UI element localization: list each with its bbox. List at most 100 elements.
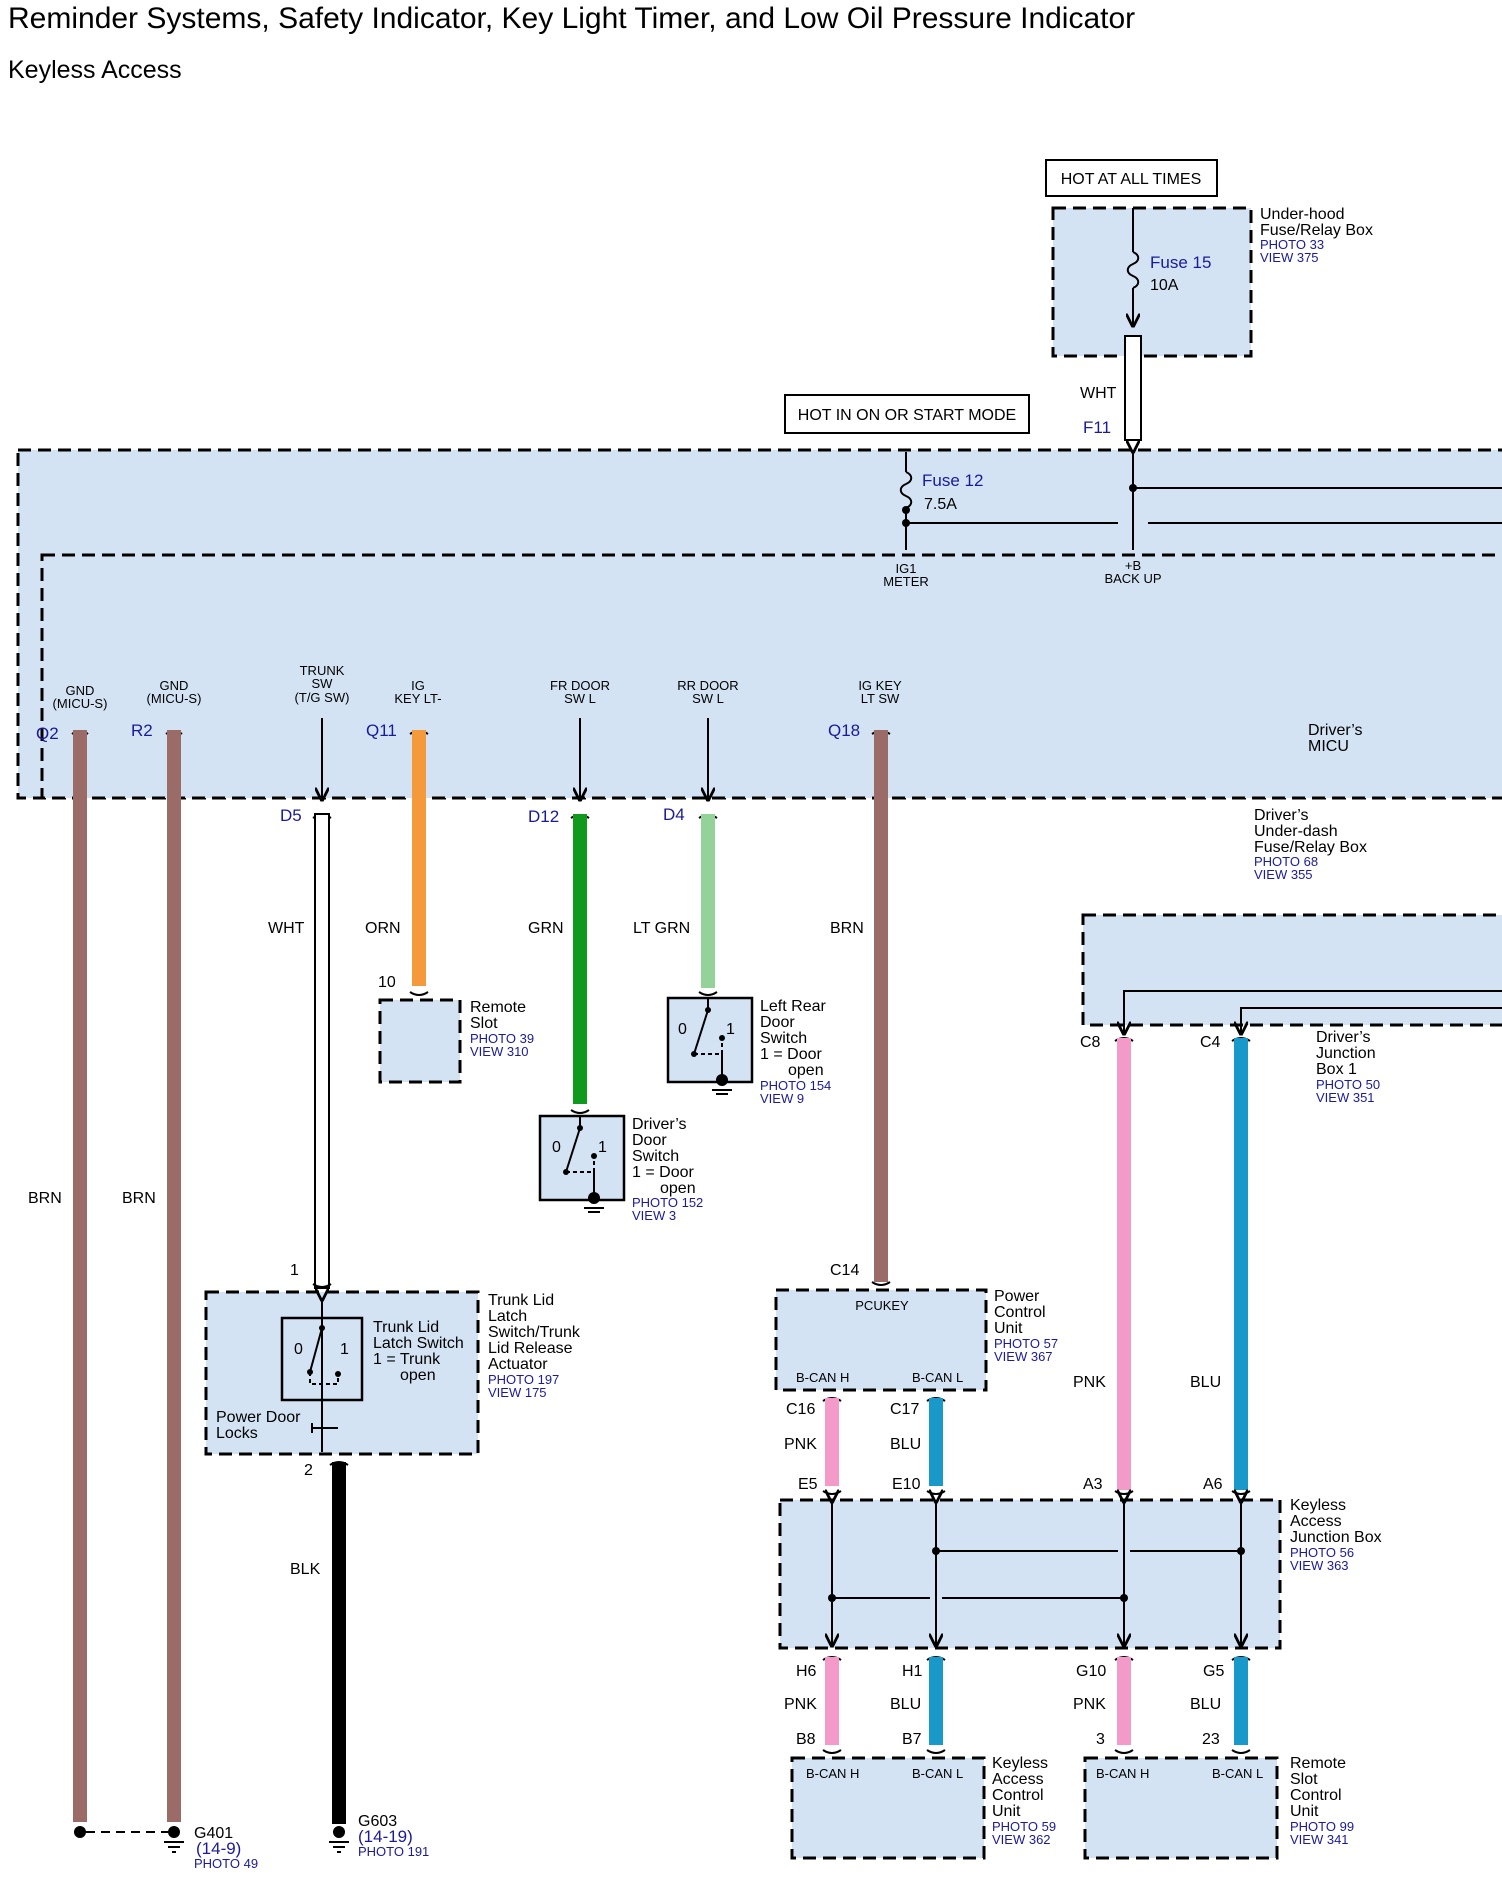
page-title: Reminder Systems, Safety Indicator, Key …	[8, 2, 1136, 35]
rscu-can-l: B-CAN L	[1212, 1766, 1263, 1781]
conn-h1: H1	[902, 1663, 923, 1680]
kajb-name-3: Junction Box	[1290, 1529, 1382, 1546]
micu-name-1: Driver’s	[1308, 722, 1363, 739]
wire-wht-f11	[1124, 335, 1142, 441]
rscu-pin-23: 23	[1202, 1731, 1220, 1748]
conn-f11: F11	[1083, 418, 1111, 437]
jb1-view: VIEW 351	[1316, 1090, 1375, 1105]
wire-blu-c4	[1234, 1038, 1248, 1490]
drivers-micu	[40, 553, 1502, 800]
pcu-can-l: B-CAN L	[912, 1370, 963, 1385]
wire-label-brn-q18: BRN	[830, 920, 864, 937]
g401-ref: (14-9)	[196, 1839, 241, 1858]
conn-e10: E10	[892, 1476, 921, 1493]
dd-photo: PHOTO 152	[632, 1195, 703, 1210]
wire-label-brn-q2: BRN	[28, 1190, 62, 1207]
remote-slot-pin: 10	[378, 974, 396, 991]
trunk-pdl-1: Power Door	[216, 1409, 301, 1426]
conn-c14: C14	[830, 1262, 859, 1279]
underdash-view: VIEW 355	[1254, 867, 1313, 882]
fuse-15-rating: 10A	[1150, 277, 1179, 294]
wire-label-pnk-c8: PNK	[1073, 1374, 1106, 1391]
fuse-12-rating: 7.5A	[924, 496, 957, 513]
g401-label: G401	[194, 1825, 233, 1842]
trunk-switch-0: 0	[294, 1341, 303, 1358]
trunk-sw-2: Latch Switch	[373, 1335, 464, 1352]
lr-switch-1: 1	[726, 1021, 735, 1038]
conn-d5: D5	[280, 806, 302, 825]
underdash-name-3: Fuse/Relay Box	[1254, 839, 1367, 856]
conn-b8: B8	[796, 1731, 816, 1748]
jb1-name-1: Driver’s	[1316, 1029, 1371, 1046]
conn-c4: C4	[1200, 1034, 1221, 1051]
conn-c8: C8	[1080, 1034, 1101, 1051]
kajb-name-1: Keyless	[1290, 1497, 1346, 1514]
wire-label-ltgrn: LT GRN	[633, 920, 690, 937]
kacu-name-4: Unit	[992, 1803, 1021, 1820]
conn-g5: G5	[1203, 1663, 1224, 1680]
ground-g401-icon	[168, 1826, 180, 1838]
lr-name-3: Switch	[760, 1030, 807, 1047]
remote-slot-name-2: Slot	[470, 1015, 498, 1032]
dd-switch-1: 1	[598, 1139, 607, 1156]
pin-rr-1: RR DOOR	[677, 678, 738, 693]
trunk-name-2: Latch	[488, 1308, 527, 1325]
pin-trunk-3: (T/G SW)	[295, 690, 350, 705]
underdash-name-1: Driver’s	[1254, 807, 1309, 824]
dd-switch-0: 0	[552, 1139, 561, 1156]
kacu-name-2: Access	[992, 1771, 1044, 1788]
kacu-name-1: Keyless	[992, 1755, 1048, 1772]
pin-gnd2-sub: (MICU-S)	[147, 691, 202, 706]
pin-ig-2: KEY LT-	[394, 691, 441, 706]
conn-g10: G10	[1076, 1663, 1106, 1680]
dd-name-2: Door	[632, 1132, 667, 1149]
rscu-pin-3: 3	[1096, 1731, 1105, 1748]
trunk-name-3: Switch/Trunk	[488, 1324, 581, 1341]
kacu-can-h: B-CAN H	[806, 1766, 859, 1781]
fuse-12-icon	[899, 471, 913, 509]
lr-name-2: Door	[760, 1014, 795, 1031]
g401-photo: PHOTO 49	[194, 1856, 258, 1871]
wire-label-blu-c17: BLU	[890, 1436, 921, 1453]
trunk-pin-1: 1	[290, 1262, 299, 1279]
underhood-photo: PHOTO 33	[1260, 237, 1324, 252]
remote-slot-photo: PHOTO 39	[470, 1031, 534, 1046]
drivers-junction-box-1	[1081, 913, 1502, 1027]
jb1-photo: PHOTO 50	[1316, 1077, 1380, 1092]
wire-label-grn: GRN	[528, 920, 564, 937]
remote-slot	[378, 998, 462, 1084]
g603-photo: PHOTO 191	[358, 1844, 429, 1859]
pin-fr-1: FR DOOR	[550, 678, 610, 693]
ig1-meter-label: METER	[883, 574, 929, 589]
pcu-pin-pcukey: PCUKEY	[855, 1298, 909, 1313]
jb1-name-3: Box 1	[1316, 1061, 1357, 1078]
fuse-15-icon	[1126, 251, 1140, 289]
power-control-unit	[774, 1288, 988, 1392]
page-subtitle: Keyless Access	[8, 56, 182, 84]
conn-c16: C16	[786, 1401, 815, 1418]
trunk-name-1: Trunk Lid	[488, 1292, 554, 1309]
trunk-pdl-2: Locks	[216, 1425, 258, 1442]
conn-q11: Q11	[366, 721, 397, 740]
pcu-name-2: Control	[994, 1304, 1046, 1321]
pin-trunk-2: SW	[312, 676, 334, 691]
kacu-name-3: Control	[992, 1787, 1044, 1804]
lr-name-1: Left Rear	[760, 998, 826, 1015]
rscu-name-3: Control	[1290, 1787, 1342, 1804]
b-label: +B	[1125, 558, 1141, 573]
kacu-photo: PHOTO 59	[992, 1819, 1056, 1834]
wire-brn-q18	[874, 730, 888, 1282]
wire-pnk-c8	[1117, 1038, 1131, 1490]
wire-pnk-c16	[825, 1398, 839, 1486]
conn-d12: D12	[528, 807, 559, 826]
underhood-view: VIEW 375	[1260, 250, 1319, 265]
pin-gnd1-sub: (MICU-S)	[53, 696, 108, 711]
underdash-photo: PHOTO 68	[1254, 854, 1318, 869]
kacu-can-l: B-CAN L	[912, 1766, 963, 1781]
wire-label-blk: BLK	[290, 1561, 321, 1578]
keyless-access-junction-box	[778, 1498, 1282, 1650]
g603-label: G603	[358, 1813, 397, 1830]
trunk-sw-1: Trunk Lid	[373, 1319, 439, 1336]
wire-label-blu-h1: BLU	[890, 1696, 921, 1713]
hot-in-on-box	[784, 394, 1030, 434]
